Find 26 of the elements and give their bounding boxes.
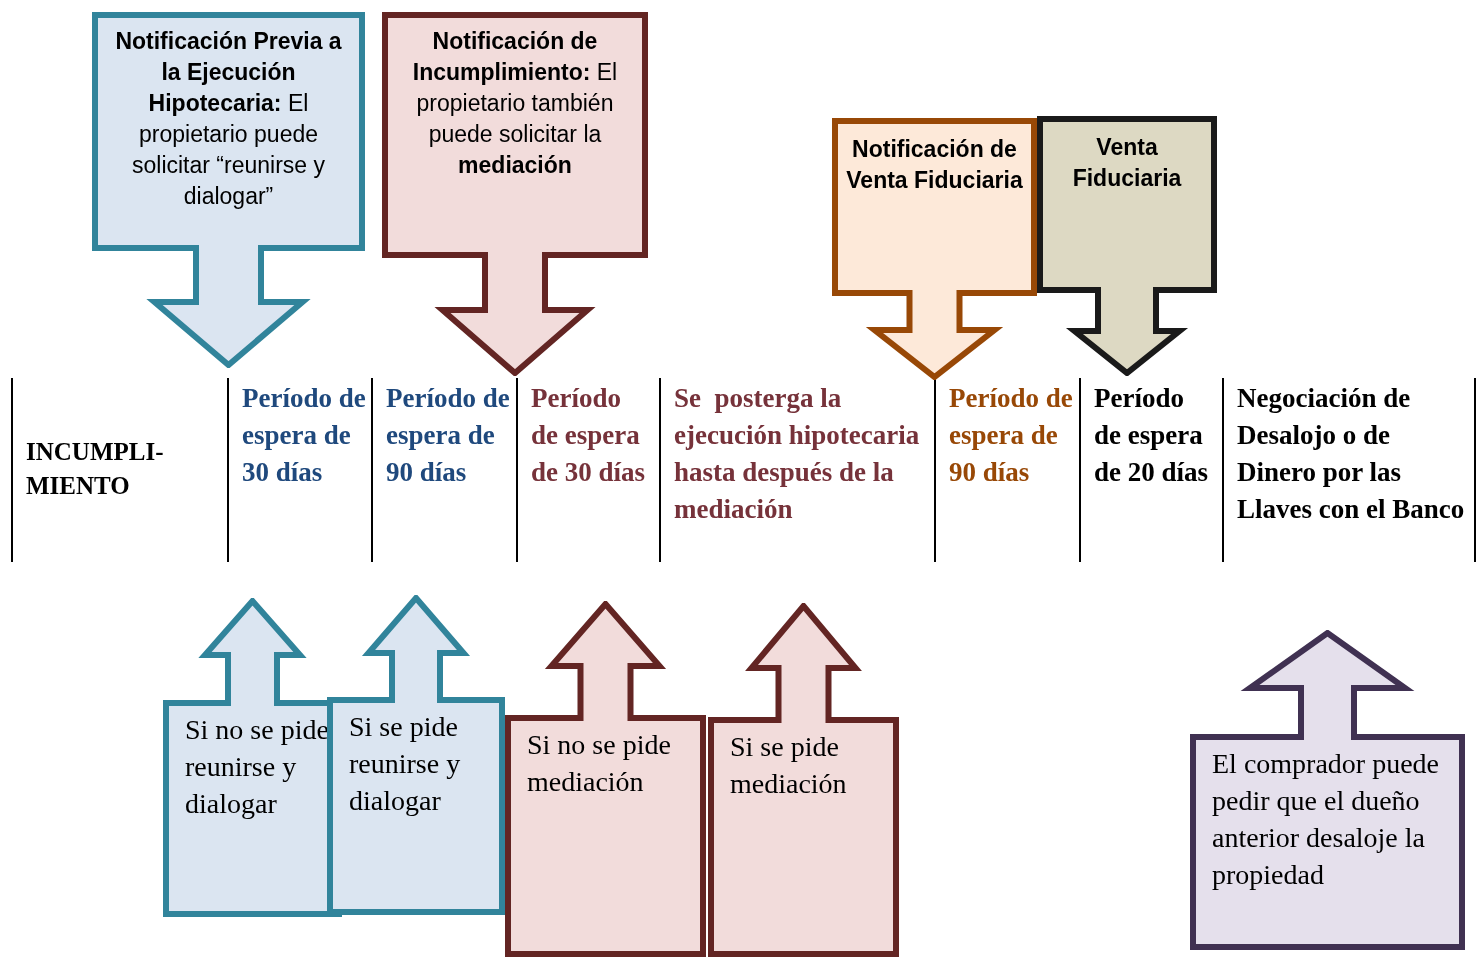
up-arrow-callout	[163, 598, 342, 917]
down-arrow-callout	[382, 12, 648, 376]
down-arrow-callout	[1037, 116, 1217, 376]
timeline-period-label: Negociación de Desalojo o de Dinero por las Llaves con el Banco	[1237, 382, 1466, 526]
callout-text: Si se pide mediación	[730, 730, 848, 801]
timeline-period-label: Período de espera de 30 días	[531, 382, 647, 489]
callout-text: Si se pide reunirse y dialogar	[349, 710, 462, 818]
down-arrow-callout	[92, 12, 365, 368]
timeline-start-label: INCUMPLI-MIENTO	[26, 437, 165, 501]
timeline-period-label: Período de espera de 20 días	[1094, 382, 1210, 489]
timeline-period-label: Período de espera de 30 días	[242, 382, 366, 489]
callout-text: Notificación de Venta Fiduciaria	[846, 135, 1023, 195]
callout-text: Venta Fiduciaria	[1071, 133, 1183, 193]
callout-text: El comprador puede pedir que el dueño anterior desaloje la propiedad	[1212, 747, 1441, 892]
callout-text: Si no se pide mediación	[527, 728, 672, 799]
up-arrow-callout	[505, 601, 706, 957]
timeline-period-label: Período de espera de 90 días	[949, 382, 1074, 489]
down-arrow-callout	[832, 118, 1037, 380]
callout-text: Notificación Previa a la Ejecución Hipotecaria: El propietario puede solicitar “reunirse y dialogar”	[114, 27, 343, 211]
up-arrow-callout	[708, 603, 899, 957]
timeline-period-label: Se posterga la ejecución hipotecaria hasta después de la mediación	[674, 382, 921, 526]
timeline-period-label: Período de espera de 90 días	[386, 382, 511, 489]
up-arrow-callout	[1190, 630, 1465, 950]
up-arrow-callout	[327, 595, 505, 915]
callout-text: Si no se pide reunirse y dialogar	[185, 713, 330, 821]
callout-text: Notificación de Incumplimiento: El propietario también puede solicitar la mediación	[411, 27, 619, 180]
